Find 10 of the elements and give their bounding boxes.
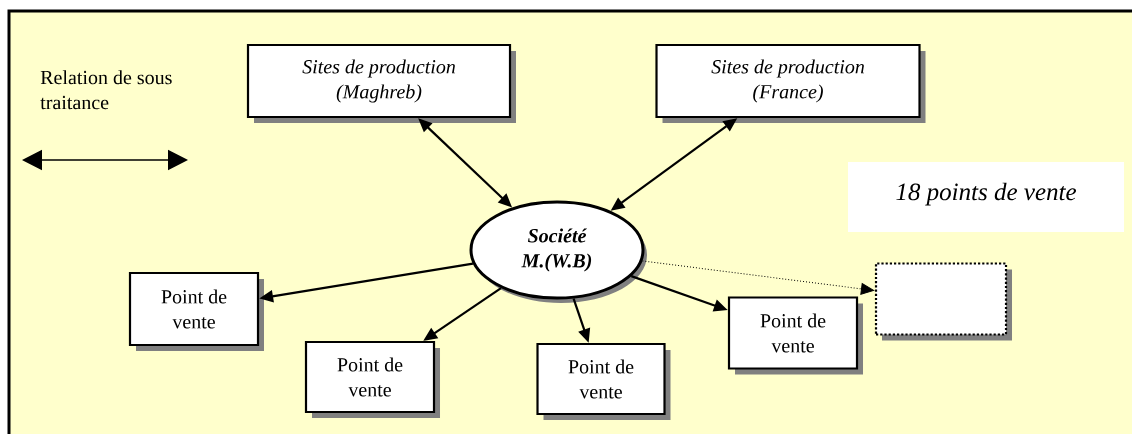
empty-box: [874, 262, 1012, 341]
box: Sites de production (France): [655, 43, 926, 123]
arrow: [641, 260, 875, 295]
legend-label: Relation de sous traitance: [40, 70, 172, 110]
box: Sites de production (Maghreb): [246, 43, 516, 123]
box: Point de vente: [727, 296, 863, 375]
box: Point de vente: [536, 342, 671, 420]
note-box: 18 points de vente: [848, 162, 1124, 232]
box: Point de vente: [128, 271, 264, 351]
box: Point de vente: [304, 340, 440, 418]
